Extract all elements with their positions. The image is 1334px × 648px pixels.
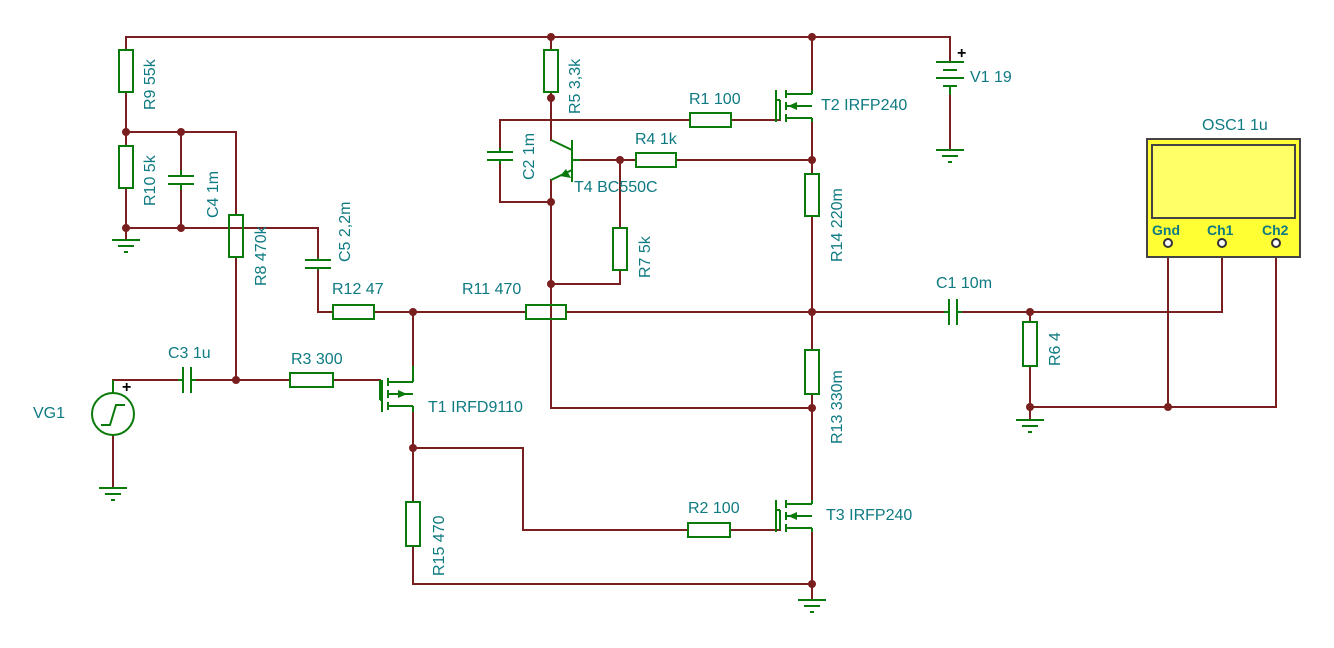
component-labels: R9 55k R10 5k C4 1m R8 470k C5 2,2m R5 3… — [33, 58, 1268, 576]
capacitor-c2 — [487, 148, 513, 164]
capacitor-c4 — [168, 170, 194, 190]
battery-v1: + — [936, 45, 966, 95]
resistor-r4 — [635, 152, 677, 168]
label-osc1: OSC1 1u — [1202, 117, 1268, 134]
label-vg1: VG1 — [33, 405, 65, 422]
resistor-r9 — [118, 49, 134, 93]
label-r13: R13 330m — [829, 370, 846, 444]
transistor-t1 — [379, 366, 414, 412]
capacitor-c1 — [944, 299, 962, 325]
resistors — [118, 49, 1038, 547]
label-r11: R11 470 — [462, 281, 521, 298]
ground-icon — [1016, 419, 1044, 433]
resistor-r13 — [804, 349, 820, 395]
oscilloscope-ch1-terminal — [1217, 238, 1227, 248]
signal-generator-vg1: + — [91, 379, 135, 436]
label-r2: R2 100 — [688, 500, 740, 517]
label-r14: R14 220m — [829, 188, 846, 262]
label-t3: T3 IRFP240 — [826, 507, 912, 524]
label-r1: R1 100 — [689, 91, 741, 108]
label-t1: T1 IRFD9110 — [428, 399, 523, 416]
label-c1: C1 10m — [936, 275, 992, 292]
resistor-r2 — [687, 522, 731, 538]
label-r6: R6 4 — [1047, 332, 1064, 366]
label-c5: C5 2,2m — [337, 202, 354, 262]
oscilloscope-ch2-label: Ch2 — [1262, 222, 1289, 238]
transistor-t4 — [550, 139, 580, 182]
battery-plus-sign: + — [957, 45, 966, 62]
label-t2: T2 IRFP240 — [821, 97, 907, 114]
oscilloscope-gnd-label: Gnd — [1152, 222, 1180, 238]
ground-icon — [798, 599, 826, 613]
label-r4: R4 1k — [635, 131, 678, 148]
capacitors — [168, 148, 962, 393]
label-r8: R8 470k — [253, 225, 270, 286]
label-r7: R7 5k — [637, 235, 654, 278]
label-t4: T4 BC550C — [574, 179, 658, 196]
label-c2: C2 1m — [521, 133, 538, 180]
oscilloscope-screen — [1151, 144, 1296, 219]
ground-icon — [99, 487, 127, 501]
resistor-r6 — [1022, 321, 1038, 367]
resistor-r14 — [804, 173, 820, 217]
label-r12: R12 47 — [332, 281, 384, 298]
label-r3: R3 300 — [291, 351, 343, 368]
resistor-r7 — [612, 227, 628, 271]
resistor-r10 — [118, 145, 134, 189]
grounds — [99, 149, 1044, 613]
capacitor-c3 — [178, 367, 196, 393]
resistor-r15 — [405, 501, 421, 547]
oscilloscope-gnd-terminal — [1163, 238, 1173, 248]
resistor-r5 — [543, 49, 559, 93]
label-r9: R9 55k — [142, 58, 159, 110]
oscilloscope-ch2-terminal — [1271, 238, 1281, 248]
wires — [112, 36, 1277, 601]
label-c3: C3 1u — [168, 345, 211, 362]
ground-icon — [112, 239, 140, 253]
label-c4: C4 1m — [205, 171, 222, 218]
resistor-r3 — [289, 372, 334, 388]
label-v1: V1 19 — [970, 69, 1012, 86]
ground-icon — [936, 149, 964, 163]
resistor-r1 — [689, 112, 732, 128]
vg1-plus-sign: + — [122, 379, 131, 396]
junctions — [122, 33, 1172, 588]
label-r5: R5 3,3k — [567, 58, 584, 114]
label-r10: R10 5k — [142, 154, 159, 206]
oscilloscope-osc1[interactable]: Gnd Ch1 Ch2 — [1146, 138, 1301, 258]
label-r15: R15 470 — [431, 515, 448, 576]
transistor-t3 — [775, 500, 813, 532]
resistor-r8 — [228, 214, 244, 258]
transistor-t2 — [775, 90, 813, 122]
oscilloscope-ch1-label: Ch1 — [1207, 222, 1234, 238]
resistor-r11 — [525, 304, 567, 320]
capacitor-c5 — [305, 258, 331, 270]
resistor-r12 — [332, 304, 375, 320]
